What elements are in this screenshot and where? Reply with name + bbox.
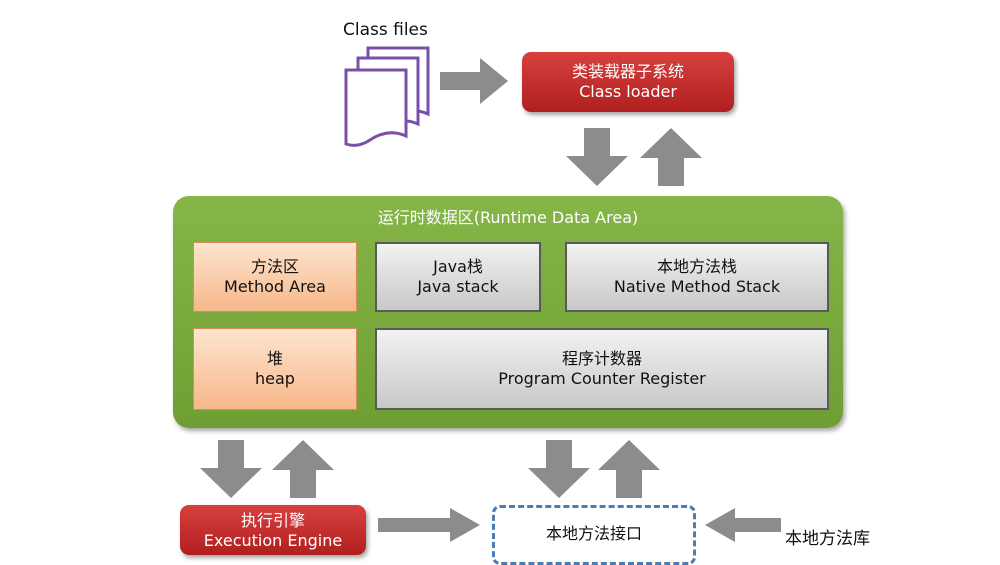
document-page-front (344, 68, 408, 147)
native-method-stack-title-en: Native Method Stack (613, 277, 781, 296)
class-files-icon (344, 46, 430, 147)
execution-engine-title-en: Execution Engine (203, 531, 343, 550)
java-stack-title-en: Java stack (417, 277, 499, 296)
heap-title-en: heap (255, 369, 295, 388)
arrow-right-icon (378, 508, 480, 542)
arrow-right-icon (440, 58, 508, 104)
arrow-down-icon (528, 440, 590, 498)
java-stack-box: Java栈 Java stack (375, 242, 541, 312)
arrow-down-icon (566, 128, 628, 186)
method-area-title-cn: 方法区 (250, 257, 299, 276)
native-method-stack-box: 本地方法栈 Native Method Stack (565, 242, 829, 312)
native-interface-title-cn: 本地方法接口 (545, 524, 642, 543)
method-area-title-en: Method Area (224, 277, 326, 296)
execution-engine-box: 执行引擎 Execution Engine (180, 505, 366, 555)
pc-register-title-en: Program Counter Register (498, 369, 706, 388)
native-method-stack-title-cn: 本地方法栈 (656, 257, 737, 276)
arrow-up-icon (272, 440, 334, 498)
arrow-up-icon (640, 128, 702, 186)
java-stack-title-cn: Java栈 (433, 257, 483, 276)
class-loader-title-en: Class loader (579, 82, 677, 101)
class-files-label: Class files (343, 20, 428, 40)
runtime-data-area-title: 运行时数据区(Runtime Data Area) (377, 208, 639, 227)
execution-engine-title-cn: 执行引擎 (240, 511, 305, 530)
runtime-data-area: 运行时数据区(Runtime Data Area) 方法区 Method Are… (173, 196, 843, 428)
class-loader-box: 类装载器子系统 Class loader (522, 52, 734, 112)
arrow-down-icon (200, 440, 262, 498)
class-loader-title-cn: 类装载器子系统 (571, 62, 684, 81)
pc-register-box: 程序计数器 Program Counter Register (375, 328, 829, 410)
heap-title-cn: 堆 (266, 349, 283, 368)
arrow-up-icon (598, 440, 660, 498)
pc-register-title-cn: 程序计数器 (561, 349, 642, 368)
heap-box: 堆 heap (193, 328, 357, 410)
method-area-box: 方法区 Method Area (193, 242, 357, 312)
arrow-left-icon (705, 508, 781, 542)
native-library-label: 本地方法库 (785, 529, 870, 549)
native-interface-box: 本地方法接口 (492, 505, 696, 565)
